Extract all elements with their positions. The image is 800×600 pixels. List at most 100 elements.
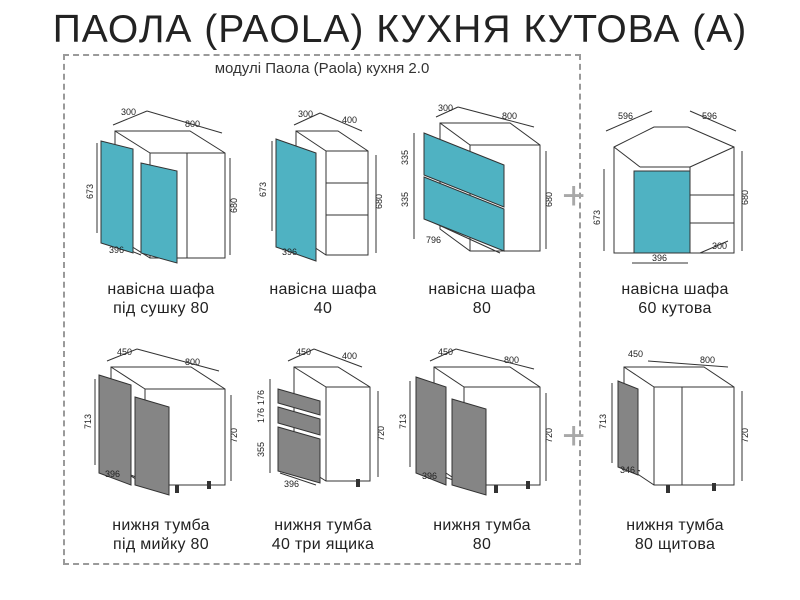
dim-depth: 450 xyxy=(117,347,132,357)
door-single xyxy=(275,138,317,262)
leg xyxy=(356,479,360,487)
dim-door-width: 796 xyxy=(426,235,441,245)
door-left xyxy=(98,374,132,486)
caption-line: нижня тумба xyxy=(112,517,210,534)
dim-height-right: 720 xyxy=(740,428,750,443)
dim-door-width: 396 xyxy=(284,479,299,489)
module-upper-dryer-80[interactable]: 300 800 673 680 396 xyxy=(85,103,255,273)
dim-side-right: 596 xyxy=(702,111,717,121)
dim-height-left: 713 xyxy=(598,414,608,429)
dim-width: 800 xyxy=(502,111,517,121)
leg xyxy=(712,483,716,491)
drawer-top xyxy=(277,388,321,416)
plus-icon: + xyxy=(562,174,586,218)
caption-line: навісна шафа xyxy=(107,281,215,298)
caption-line: під мийку 80 xyxy=(113,536,209,553)
module-caption: навісна шафа під сушку 80 xyxy=(76,280,246,318)
module-caption: навісна шафа 80 xyxy=(402,280,562,318)
dim-drawer-top: 176 xyxy=(256,390,266,405)
caption-line: навісна шафа xyxy=(621,281,729,298)
dim-depth: 450 xyxy=(296,347,311,357)
dim-depth: 300 xyxy=(712,241,727,251)
cabinet-drawing: 596 596 673 680 300 396 xyxy=(592,110,750,264)
module-upper-40[interactable]: 300 400 673 680 396 xyxy=(258,103,398,273)
flap-top xyxy=(423,132,505,208)
dim-height-right: 680 xyxy=(544,192,554,207)
dim-height-left: 673 xyxy=(85,184,95,199)
leg xyxy=(666,485,670,493)
dim-drawer-bottom: 355 xyxy=(256,442,266,457)
dim-width: 800 xyxy=(700,355,715,365)
dim-depth: 300 xyxy=(298,109,313,119)
dim-height-left: 673 xyxy=(258,182,268,197)
cabinet-drawing: 450 800 713 720 396 xyxy=(83,347,239,496)
dim-height-right: 680 xyxy=(374,194,384,209)
module-caption: нижня тумба 80 xyxy=(402,516,562,554)
drawer-bottom xyxy=(277,426,321,484)
caption-line: 60 кутова xyxy=(638,300,712,317)
door-right xyxy=(134,396,170,496)
dim-drawer-middle: 176 xyxy=(256,408,266,423)
dim-height-right: 720 xyxy=(376,426,386,441)
door-right xyxy=(140,162,178,264)
plus-icon: + xyxy=(562,414,586,458)
module-lower-sink-80[interactable]: 450 800 713 720 396 xyxy=(83,345,255,505)
dim-height-top: 335 xyxy=(400,150,410,165)
cabinet-drawing: 300 800 673 680 396 xyxy=(85,107,239,264)
dim-height-left: 713 xyxy=(83,414,93,429)
dim-height-right: 680 xyxy=(229,198,239,213)
module-lower-80[interactable]: 450 800 713 720 396 xyxy=(398,345,560,505)
flap-bottom xyxy=(423,176,505,252)
cabinet-drawing: 300 800 335 335 680 796 xyxy=(400,103,554,254)
dim-width: 800 xyxy=(185,357,200,367)
leg xyxy=(494,485,498,493)
dim-width: 400 xyxy=(342,115,357,125)
dim-height-right: 720 xyxy=(544,428,554,443)
dim-height-bottom: 335 xyxy=(400,192,410,207)
dim-door-width: 396 xyxy=(422,471,437,481)
door-left xyxy=(100,140,134,254)
caption-line: нижня тумба xyxy=(274,517,372,534)
cabinet-drawing: 450 400 176 176 355 720 396 xyxy=(256,347,386,489)
dim-door-width: 346 xyxy=(620,465,635,475)
module-caption: навісна шафа 40 xyxy=(243,280,403,318)
caption-line: нижня тумба xyxy=(626,517,724,534)
dim-door-width: 396 xyxy=(652,253,667,263)
module-caption: нижня тумба 80 щитова xyxy=(590,516,760,554)
dim-side-left: 596 xyxy=(618,111,633,121)
caption-line: навісна шафа xyxy=(428,281,536,298)
leg xyxy=(526,481,530,489)
cabinet-drawing: 450 800 713 720 396 xyxy=(398,347,554,496)
caption-line: 80 щитова xyxy=(634,536,716,553)
dim-width: 800 xyxy=(185,119,200,129)
dim-depth: 450 xyxy=(628,349,643,359)
module-set-frame xyxy=(63,54,581,565)
dim-depth: 450 xyxy=(438,347,453,357)
page-subtitle: модулі Паола (Paola) кухня 2.0 xyxy=(214,60,430,77)
caption-line: 80 xyxy=(472,300,492,317)
dim-door-width: 396 xyxy=(282,247,297,257)
cabinet-drawing: 300 400 673 680 396 xyxy=(258,109,384,262)
dim-height-right: 720 xyxy=(229,428,239,443)
dim-height-left: 673 xyxy=(592,210,602,225)
module-lower-40-drawers[interactable]: 450 400 176 176 355 720 396 xyxy=(256,345,398,505)
module-upper-80[interactable]: 300 800 335 335 680 796 xyxy=(400,103,560,273)
door-narrow xyxy=(617,380,639,476)
drawer-middle xyxy=(277,406,321,436)
module-caption: нижня тумба під мийку 80 xyxy=(76,516,246,554)
module-caption: нижня тумба 40 три ящика xyxy=(243,516,403,554)
caption-line: 80 xyxy=(472,536,492,553)
dim-height-left: 713 xyxy=(398,414,408,429)
cabinet-drawing: 450 800 713 720 346 xyxy=(598,349,750,493)
dim-depth: 300 xyxy=(121,107,136,117)
dim-door-width: 396 xyxy=(105,469,120,479)
caption-line: навісна шафа xyxy=(269,281,377,298)
module-lower-80-panel[interactable]: 450 800 713 720 346 xyxy=(598,345,760,505)
dim-width: 400 xyxy=(342,351,357,361)
caption-line: 40 xyxy=(313,300,333,317)
dim-depth: 300 xyxy=(438,103,453,113)
module-upper-corner-60[interactable]: 596 596 673 680 300 396 xyxy=(592,103,756,273)
leg xyxy=(207,481,211,489)
dim-door-width: 396 xyxy=(109,245,124,255)
caption-line: нижня тумба xyxy=(433,517,531,534)
